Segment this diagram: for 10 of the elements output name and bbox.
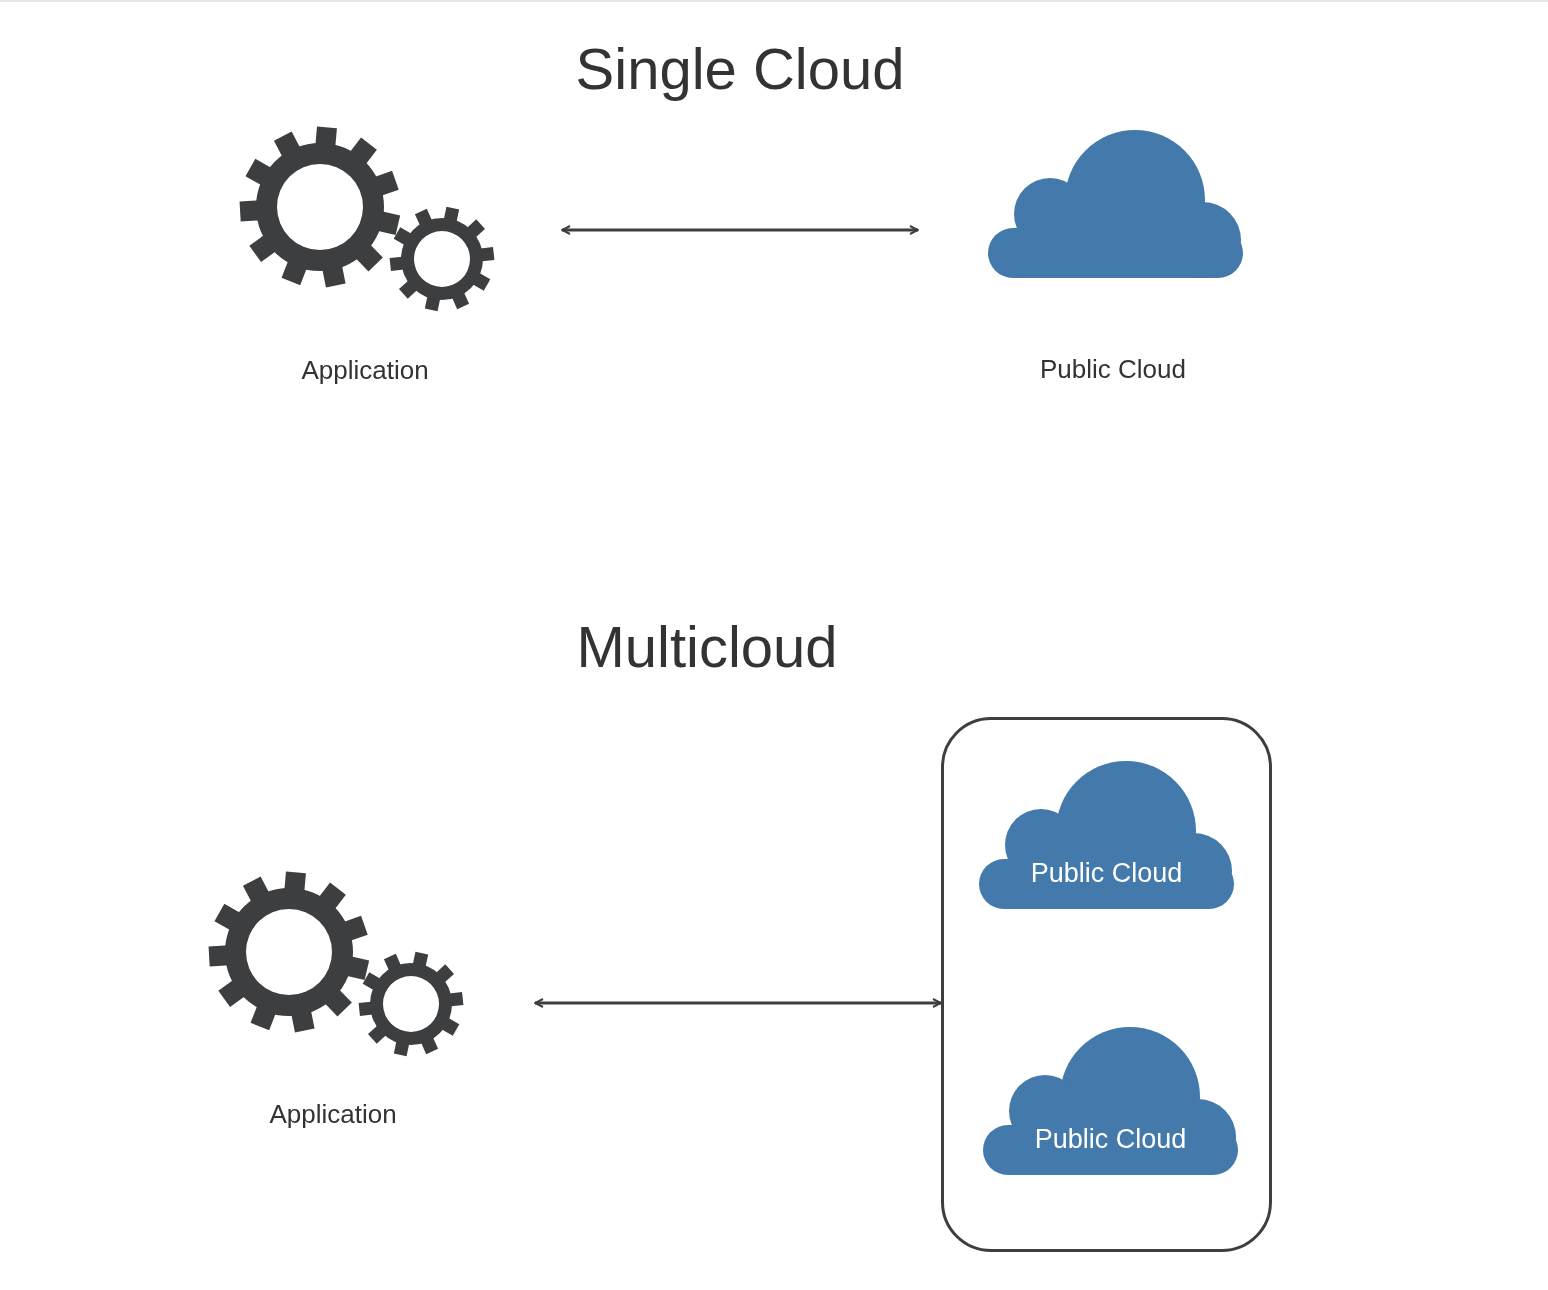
double-arrow: [561, 225, 919, 235]
section-title: Single Cloud: [575, 34, 905, 103]
cloud-label: Public Cloud: [1029, 857, 1184, 890]
cloud-label: Public Cloud: [1033, 1123, 1188, 1156]
node-label: Application: [269, 1097, 397, 1131]
node-label: Public Cloud: [1040, 352, 1186, 386]
node-label: Application: [301, 353, 429, 387]
group-frame: [941, 717, 1272, 1252]
section-title: Multicloud: [576, 612, 838, 681]
double-arrow: [534, 998, 942, 1008]
